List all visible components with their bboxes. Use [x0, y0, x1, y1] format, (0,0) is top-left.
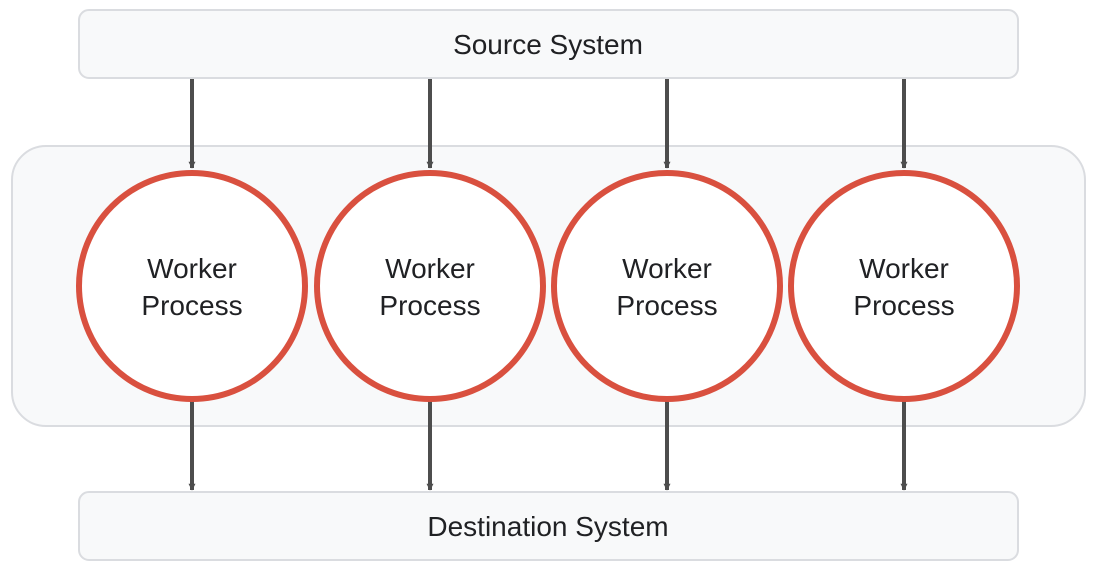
worker-process-label-line2: Process — [141, 290, 242, 321]
worker-process-ring — [76, 170, 308, 402]
worker-process-4: Worker Process — [788, 170, 1020, 402]
worker-process-3: Worker Process — [551, 170, 783, 402]
source-system-box: Source System — [78, 9, 1019, 79]
worker-process-label-line1: Worker — [859, 253, 949, 284]
outgoing-arrows — [188, 400, 908, 491]
worker-process-label-line1: Worker — [622, 253, 712, 284]
incoming-arrows — [188, 79, 908, 169]
worker-process-label-line2: Process — [853, 290, 954, 321]
worker-process-label-line2: Process — [379, 290, 480, 321]
worker-process-label-line2: Process — [616, 290, 717, 321]
worker-process-ring — [551, 170, 783, 402]
worker-process-ring — [788, 170, 1020, 402]
source-system-label: Source System — [453, 29, 643, 60]
worker-process-2: Worker Process — [314, 170, 546, 402]
destination-system-label: Destination System — [427, 511, 668, 542]
worker-process-ring — [314, 170, 546, 402]
destination-system-box: Destination System — [78, 491, 1019, 561]
worker-process-label-line1: Worker — [147, 253, 237, 284]
worker-process-1: Worker Process — [76, 170, 308, 402]
worker-process-label-line1: Worker — [385, 253, 475, 284]
